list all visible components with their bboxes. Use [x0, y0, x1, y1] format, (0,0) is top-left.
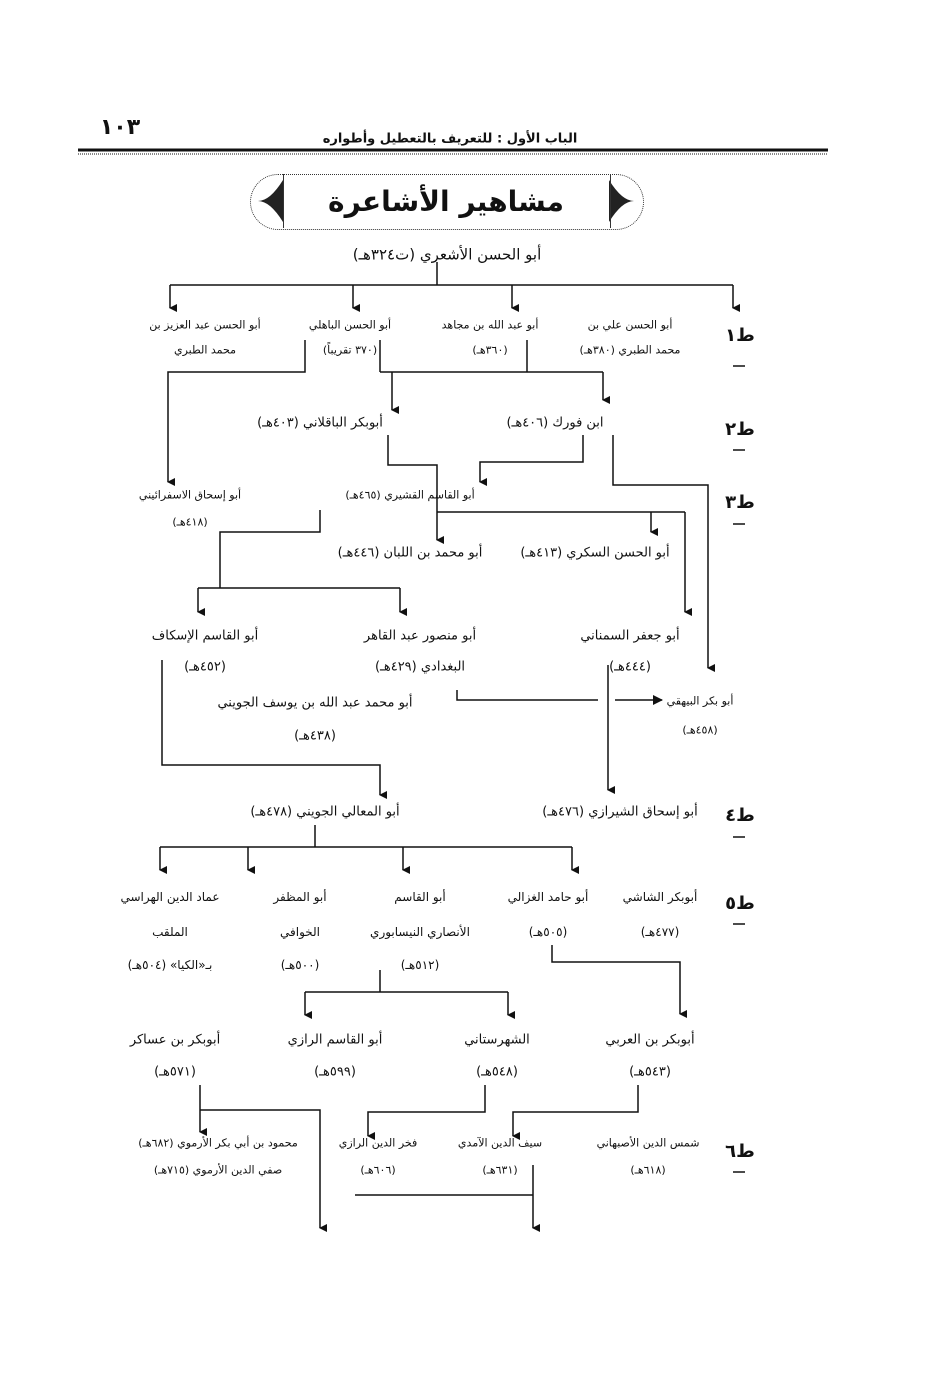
node-bayhaqi: (٤٥٨هـ): [682, 723, 718, 737]
node-juwayni-father: (٤٣٨هـ): [294, 728, 336, 744]
node-khawafi: أبو المظفر: [273, 890, 327, 904]
node-ibn-labban: أبو محمد بن اللبان (٤٤٦هـ): [337, 545, 483, 561]
root-node: أبو الحسن الأشعري (ت٣٢٤هـ): [352, 245, 542, 264]
node-nisaburi: الأنصاري النيسابوري: [370, 925, 470, 939]
node-simnani: أبو جعفر السمناني: [580, 628, 680, 644]
node-tabari-ali: محمد الطبري (٣٨٠هـ): [579, 343, 681, 357]
node-razi-qasim: أبو القاسم الرازي: [287, 1032, 383, 1048]
node-harrasi: عماد الدين الهراسي: [120, 890, 220, 904]
tier-label: ط٤: [725, 805, 755, 826]
node-tabari-abdulaziz: محمد الطبري: [173, 343, 237, 357]
node-bahili: (٣٧٠ تقريباً): [322, 343, 378, 357]
node-harrasi: الملقب: [152, 925, 188, 939]
node-ghazali: (٥٠٥هـ): [528, 925, 568, 939]
node-razi-qasim: (٥٩٩هـ): [314, 1064, 356, 1080]
node-isbahani: شمس الدين الأصبهاني: [596, 1136, 700, 1150]
node-juwayni: أبو المعالي الجويني (٤٧٨هـ): [250, 804, 400, 820]
node-shirazi: أبو إسحاق الشيرازي (٤٧٦هـ): [542, 804, 698, 820]
node-qushayri: أبو القاسم القشيري (٤٦٥هـ): [345, 488, 475, 502]
diagram-title: مشاهير الأشاعرة: [328, 185, 564, 218]
node-isfarayini: أبو إسحاق الاسفرائيني: [138, 488, 242, 502]
node-ibn-furak: ابن فورك (٤٠٦هـ): [506, 415, 604, 431]
node-shahrastani: (٥٤٨هـ): [476, 1064, 518, 1080]
node-urmawi: محمود بن أبي بكر الأرموي (٦٨٢هـ): [138, 1136, 298, 1150]
node-baghdadi: أبو منصور عبد القاهر: [363, 628, 477, 644]
node-iskaf: (٤٥٢هـ): [184, 659, 226, 675]
node-nisaburi: (٥١٢هـ): [400, 958, 440, 972]
node-sukkari: أبو الحسن السكري (٤١٣هـ): [520, 545, 670, 561]
node-khawafi: (٥٠٠هـ): [280, 958, 320, 972]
node-isfarayini: (٤١٨هـ): [172, 515, 208, 529]
node-tabari-ali: أبو الحسن علي بن: [587, 318, 673, 332]
node-ibn-mujahid: (٣٦٠هـ): [472, 343, 508, 357]
node-juwayni-father: أبو محمد عبد الله بن يوسف الجويني: [217, 695, 413, 711]
title-frame-inner: [283, 174, 611, 228]
running-title: الباب الأول : للتعريف بالتعطيل وأطواره: [322, 131, 578, 147]
node-baqillani: أبوبكر الباقلاني (٤٠٣هـ): [257, 415, 383, 431]
node-ibn-mujahid: أبو عبد الله بن مجاهد: [441, 318, 539, 332]
node-shahrastani: الشهرستاني: [464, 1032, 530, 1048]
node-bayhaqi: أبو بكر البيهقي: [666, 694, 734, 708]
page-number: ١٠٣: [99, 115, 141, 140]
tier-label: ط٦: [725, 1141, 755, 1162]
node-bahili: أبو الحسن الباهلي: [308, 318, 392, 332]
node-simnani: (٤٤٤هـ): [609, 659, 651, 675]
tier-label: ط١: [725, 325, 755, 346]
node-nisaburi: أبو القاسم: [394, 890, 446, 904]
node-ibn-arabi: أبوبكر بن العربي: [605, 1032, 695, 1048]
node-ibn-asakir: أبوبكر بن عساكر: [129, 1032, 221, 1048]
tier-label: ط٥: [725, 893, 755, 914]
node-iskaf: أبو القاسم الإسكاف: [151, 628, 259, 644]
node-urmawi: صفي الدين الأرموي (٧١٥هـ): [153, 1163, 283, 1177]
node-ibn-asakir: (٥٧١هـ): [154, 1064, 196, 1080]
node-amidi: (٦٣١هـ): [482, 1163, 518, 1177]
node-shashi: (٤٧٧هـ): [640, 925, 680, 939]
title-frame: [250, 174, 644, 230]
node-ibn-arabi: (٥٤٣هـ): [629, 1064, 671, 1080]
node-amidi: سيف الدين الآمدي: [457, 1136, 543, 1150]
node-khawafi: الخوافي: [279, 925, 321, 939]
node-fakhr-razi: فخر الدين الرازي: [338, 1136, 418, 1150]
node-tabari-abdulaziz: أبو الحسن عبد العزيز بن: [149, 318, 261, 332]
tier-label: ط٢: [725, 419, 755, 440]
tier-label: ط٣: [725, 492, 755, 513]
node-fakhr-razi: (٦٠٦هـ): [360, 1163, 396, 1177]
node-isbahani: (٦١٨هـ): [630, 1163, 666, 1177]
node-harrasi: بـ«الكيا» (٥٠٤هـ): [127, 958, 213, 972]
node-shashi: أبوبكر الشاشي: [622, 890, 698, 904]
node-baghdadi: البغدادي (٤٢٩هـ): [374, 659, 466, 675]
node-ghazali: أبو حامد الغزالي: [507, 890, 589, 904]
